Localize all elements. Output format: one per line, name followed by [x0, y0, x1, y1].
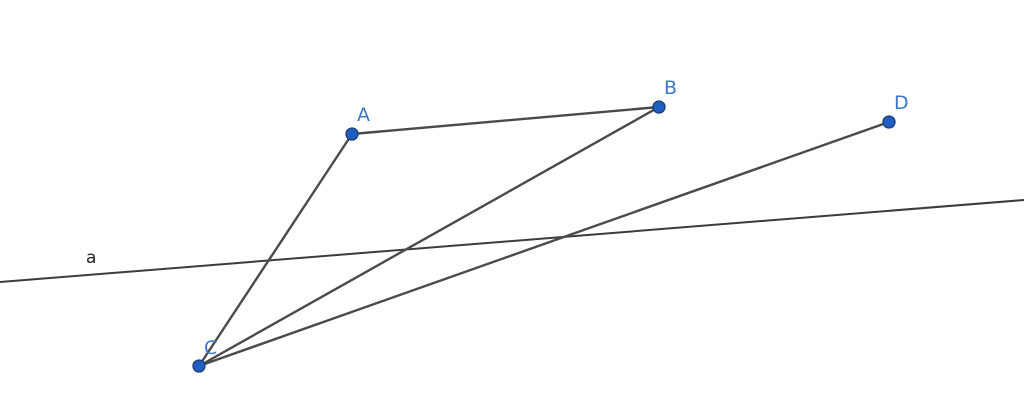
point-a-label: A: [357, 104, 370, 126]
point-d-label: D: [894, 92, 909, 114]
point-c-label: C: [204, 337, 217, 359]
segment-ab[interactable]: [350, 105, 661, 136]
line-a-label: a: [86, 248, 96, 268]
segment-cd[interactable]: [197, 120, 891, 368]
point-a[interactable]: [345, 127, 359, 141]
point-d[interactable]: [882, 115, 896, 129]
segment-ac[interactable]: [197, 132, 354, 368]
point-c[interactable]: [192, 359, 206, 373]
point-b[interactable]: [652, 100, 666, 114]
line-a[interactable]: [0, 199, 1024, 283]
segment-bc[interactable]: [197, 105, 661, 368]
point-b-label: B: [664, 77, 677, 99]
